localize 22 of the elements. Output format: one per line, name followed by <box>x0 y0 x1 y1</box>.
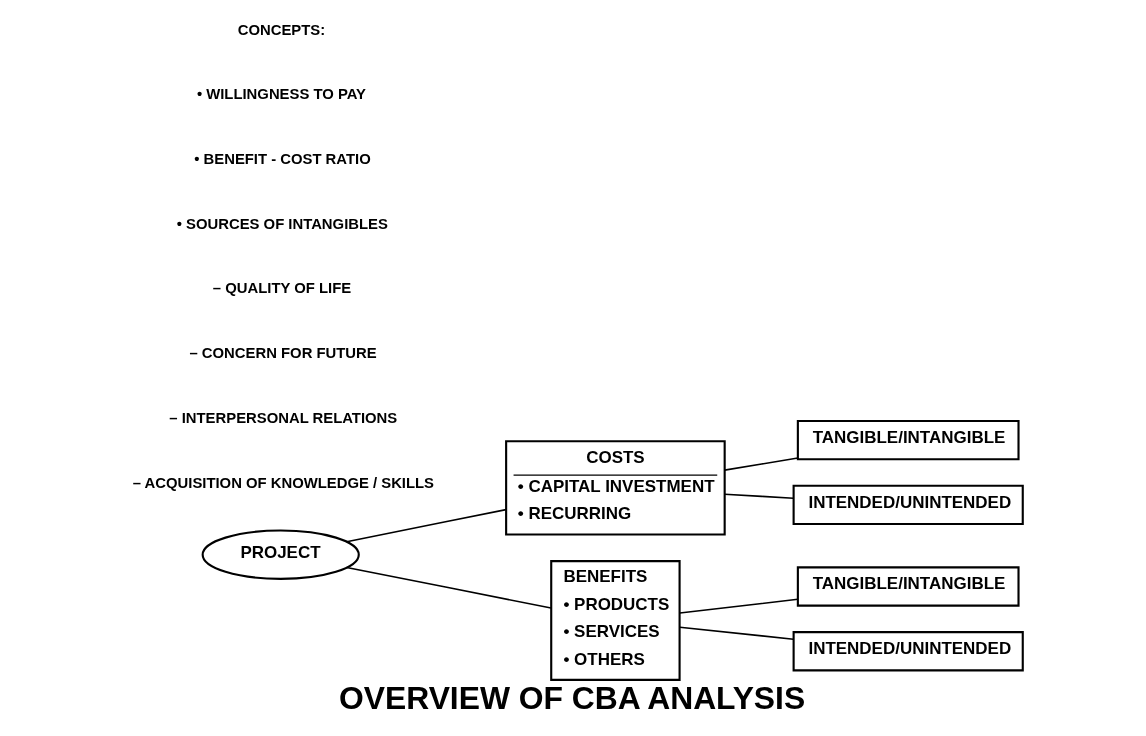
label: – ACQUISITION OF KNOWLEDGE / SKILLS <box>132 474 434 491</box>
connector <box>723 457 799 471</box>
label: – INTERPERSONAL RELATIONS <box>168 409 397 426</box>
node-ellipse: PROJECT <box>201 529 360 580</box>
node-box: COSTS • CAPITAL INVESTMENT • RECURRING <box>504 440 726 536</box>
label: • BENEFIT - COST RATIO <box>193 151 371 167</box>
label: • WILLINGNESS TO PAY <box>196 86 366 103</box>
label: – CONCERN FOR FUTURE <box>188 345 377 362</box>
caption: OVERVIEW OF CBA ANALYSIS <box>338 679 805 716</box>
connector <box>678 598 799 614</box>
node-box: INTENDED/UNINTENDED <box>792 484 1024 525</box>
label: • SOURCES OF INTANGIBLES <box>176 215 388 232</box>
node-box: TANGIBLE/INTANGIBLE <box>796 566 1020 607</box>
connector <box>723 493 794 499</box>
label: – QUALITY OF LIFE <box>212 280 351 297</box>
connector <box>345 566 552 609</box>
node-box: TANGIBLE/INTANGIBLE <box>796 420 1020 461</box>
node-box: BENEFITS • PRODUCTS • SERVICES • OTHERS <box>549 560 681 681</box>
connector <box>345 508 507 543</box>
label: CONCEPTS: <box>237 21 325 38</box>
connector <box>678 626 794 640</box>
node-box: INTENDED/UNINTENDED <box>792 631 1024 672</box>
